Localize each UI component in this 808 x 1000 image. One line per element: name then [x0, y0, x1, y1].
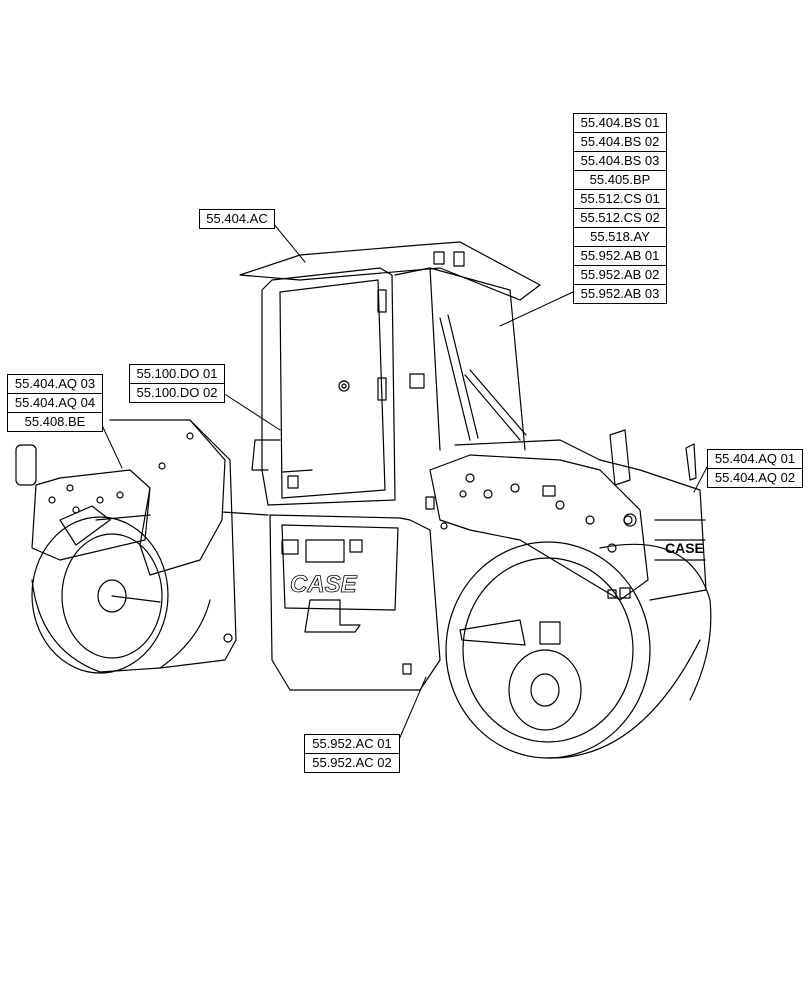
front-drum — [31, 514, 211, 674]
case-logo-front: CASE — [290, 571, 358, 598]
case-logo-rear: CASE — [665, 540, 704, 556]
callout-decals-rear: 55.404.BS 01 55.404.BS 02 55.404.BS 03 5… — [573, 113, 667, 304]
center-body: CASE — [221, 511, 441, 691]
rear-frame: CASE — [425, 429, 707, 601]
part-ref-label[interactable]: 55.952.AC 01 — [312, 736, 392, 751]
part-ref-label[interactable]: 55.512.CS 01 — [574, 189, 666, 208]
part-ref-label[interactable]: 55.404.AQ 01 — [714, 451, 796, 466]
front-frame — [15, 419, 237, 669]
cab — [239, 241, 541, 506]
part-ref-label[interactable]: 55.404.AQ 03 — [14, 376, 96, 391]
leader-lines — [100, 222, 708, 743]
callout-cab-door: 55.100.DO 01 55.100.DO 02 — [129, 364, 225, 403]
part-ref-label[interactable]: 55.408.BE — [8, 412, 102, 431]
part-ref-label[interactable]: 55.952.AC 02 — [305, 753, 399, 772]
part-ref-label[interactable]: 55.952.AB 02 — [574, 265, 666, 284]
callout-rear-frame: 55.404.AQ 01 55.404.AQ 02 — [707, 449, 803, 488]
part-ref-label[interactable]: 55.512.CS 02 — [574, 208, 666, 227]
part-ref-label[interactable]: 55.952.AB 03 — [574, 284, 666, 303]
part-ref-label[interactable]: 55.404.BS 01 — [580, 115, 660, 130]
part-ref-label[interactable]: 55.518.AY — [574, 227, 666, 246]
part-ref-label[interactable]: 55.100.DO 01 — [136, 366, 218, 381]
callout-front-frame: 55.404.AQ 03 55.404.AQ 04 55.408.BE — [7, 374, 103, 432]
part-ref-label[interactable]: 55.404.BS 02 — [574, 132, 666, 151]
part-ref-label[interactable]: 55.404.AQ 04 — [8, 393, 102, 412]
callout-lower-body: 55.952.AC 01 55.952.AC 02 — [304, 734, 400, 773]
part-ref-label[interactable]: 55.405.BP — [574, 170, 666, 189]
part-ref-label[interactable]: 55.404.BS 03 — [574, 151, 666, 170]
part-ref-label[interactable]: 55.952.AB 01 — [574, 246, 666, 265]
part-ref-label[interactable]: 55.100.DO 02 — [130, 383, 224, 402]
part-ref-label[interactable]: 55.404.AQ 02 — [708, 468, 802, 487]
part-ref-label[interactable]: 55.404.AC — [206, 211, 268, 226]
rear-drum — [445, 541, 712, 759]
callout-cab-roof: 55.404.AC — [199, 209, 275, 229]
